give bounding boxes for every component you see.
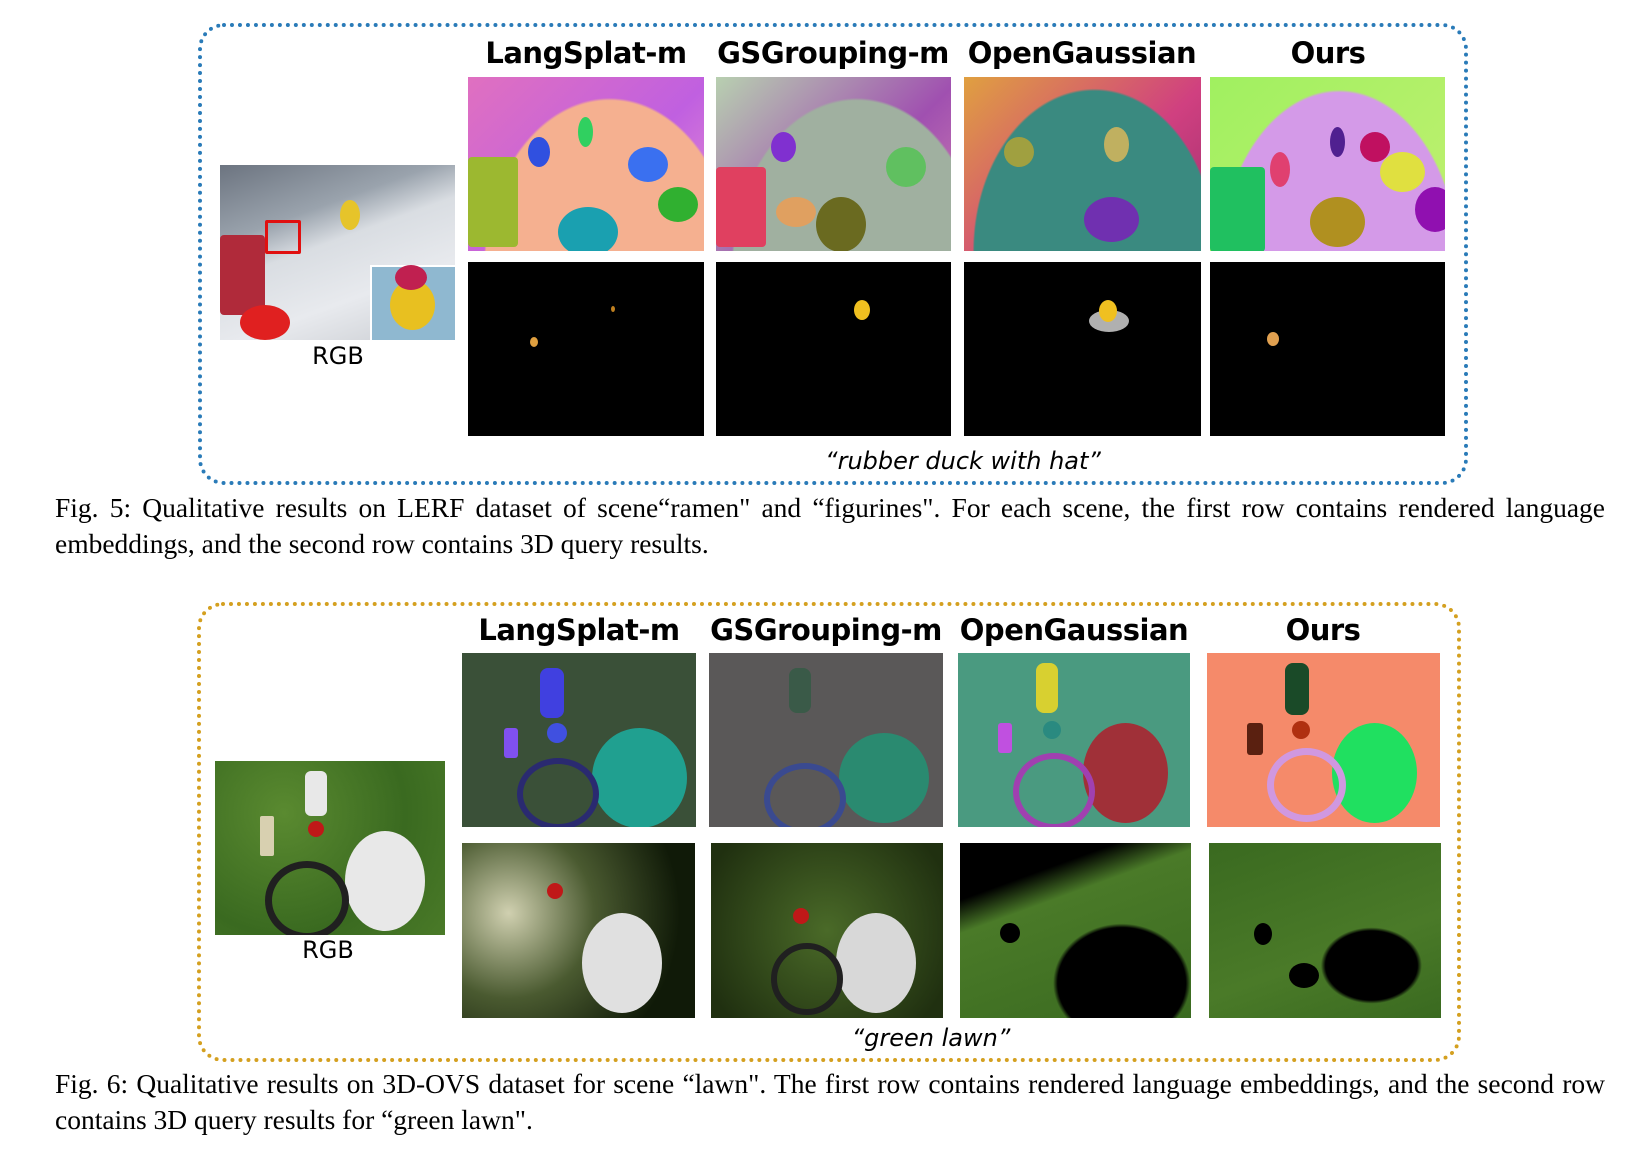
fig6-query-ours [1209, 843, 1441, 1018]
fig5-query-opengaussian [964, 262, 1201, 436]
fig6-column-header: Ours [1285, 613, 1361, 647]
fig5-embedding-gsgrouping [716, 77, 951, 251]
fig6-caption-text: Fig. 6: Qualitative results on 3D-OVS da… [55, 1068, 1605, 1135]
fig5-query-ours [1210, 262, 1445, 436]
fig5-query-langsplat [468, 262, 704, 436]
fig5-caption: Fig. 5: Qualitative results on LERF data… [55, 490, 1605, 562]
fig5-embedding-opengaussian [964, 77, 1201, 251]
fig5-rgb-label: RGB [312, 342, 364, 370]
fig6-rgb-image [215, 761, 445, 935]
fig5-query-gsgrouping [716, 262, 951, 436]
fig6-query-text: “green lawn” [851, 1024, 1011, 1052]
fig6-column-header: OpenGaussian [959, 613, 1189, 647]
fig5-column-header: GSGrouping-m [717, 36, 949, 70]
fig5-column-header: OpenGaussian [967, 36, 1197, 70]
fig6-rgb-label: RGB [302, 936, 354, 964]
fig6-query-opengaussian [960, 843, 1191, 1018]
fig5-caption-text: Fig. 5: Qualitative results on LERF data… [55, 492, 1605, 559]
fig6-embedding-opengaussian [958, 653, 1190, 827]
fig5-column-header: Ours [1290, 36, 1366, 70]
fig5-column-header: LangSplat-m [485, 36, 687, 70]
fig6-column-header: GSGrouping-m [710, 613, 942, 647]
fig6-query-langsplat [462, 843, 695, 1018]
figure-5-frame [198, 23, 1468, 485]
fig6-caption: Fig. 6: Qualitative results on 3D-OVS da… [55, 1066, 1605, 1138]
fig5-query-text: “rubber duck with hat” [825, 447, 1101, 475]
fig6-query-gsgrouping [711, 843, 943, 1018]
fig6-column-header: LangSplat-m [478, 613, 680, 647]
figure-6-frame [197, 602, 1461, 1062]
fig6-embedding-ours [1207, 653, 1440, 827]
fig6-embedding-gsgrouping [709, 653, 943, 827]
fig5-embedding-ours [1210, 77, 1445, 251]
fig6-embedding-langsplat [462, 653, 696, 827]
fig5-rgb-image [220, 165, 455, 340]
fig5-embedding-langsplat [468, 77, 704, 251]
